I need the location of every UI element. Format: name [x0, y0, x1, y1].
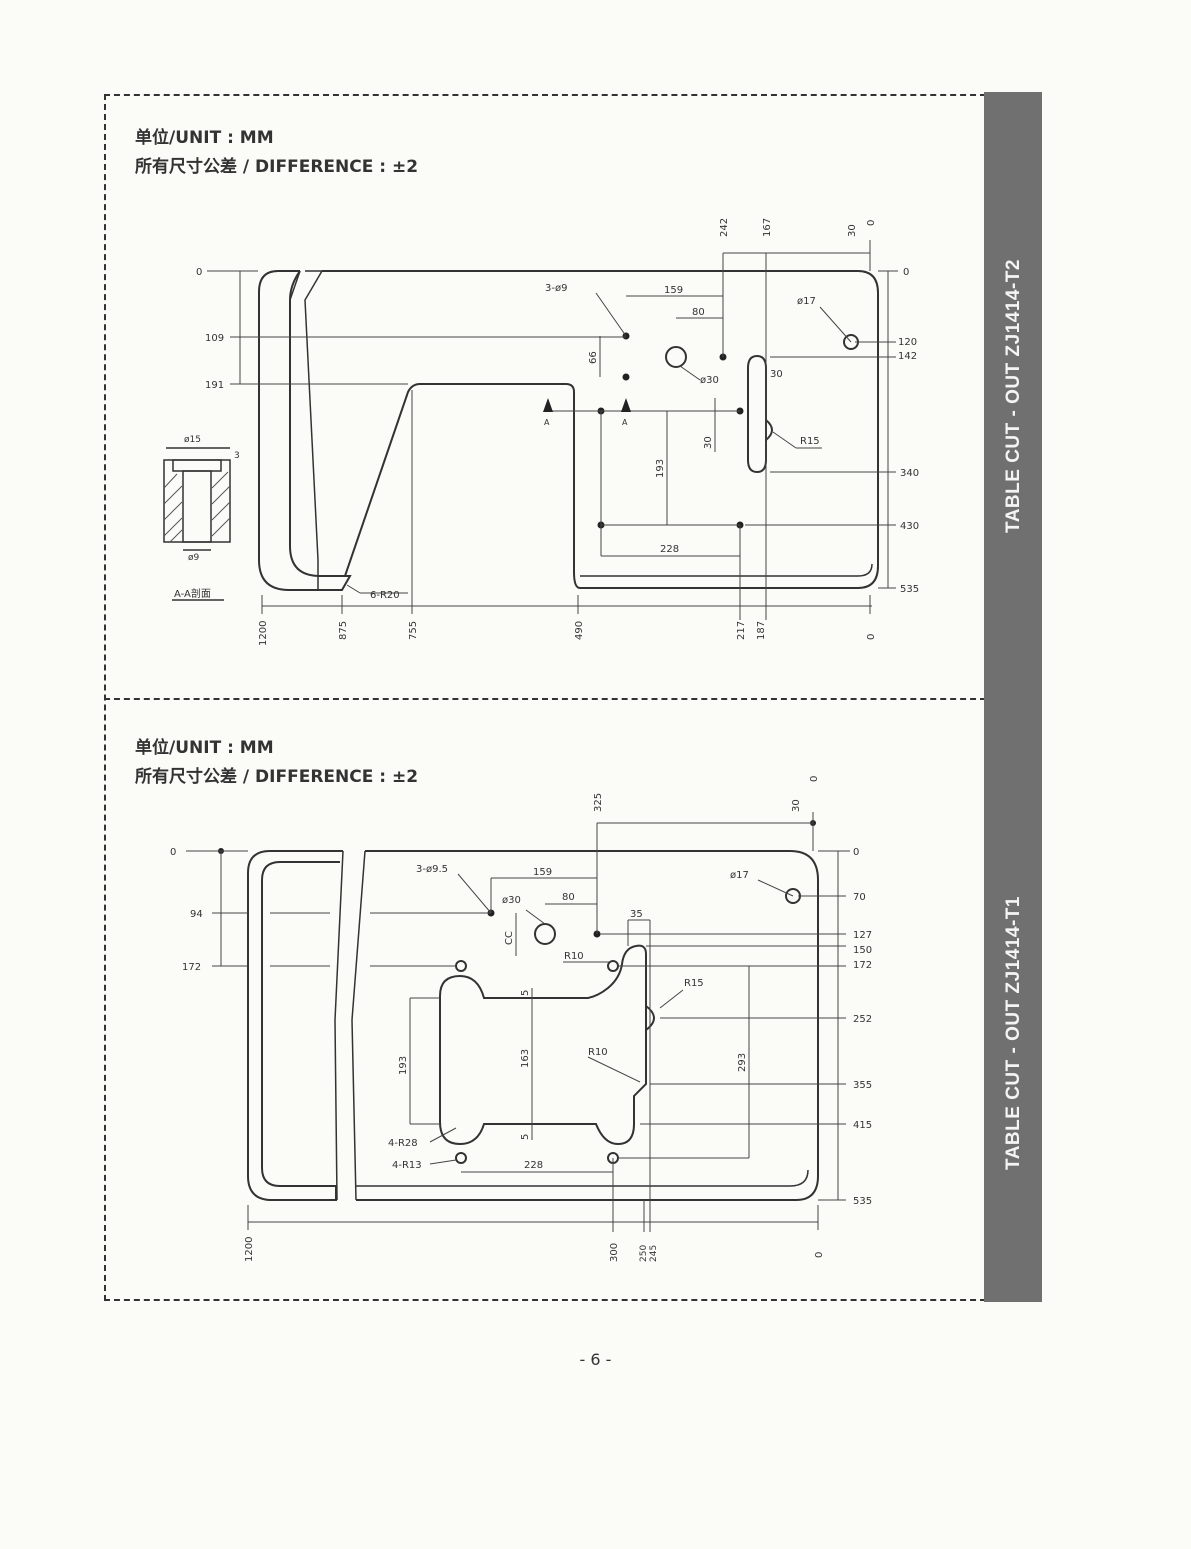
p2-callout-159: 159: [533, 867, 552, 878]
p1-right-535: 535: [900, 584, 919, 595]
p2-left-94: 94: [190, 909, 203, 920]
p1-callout-3x9: 3-ø9: [545, 283, 567, 294]
p1-right-120: 120: [898, 337, 917, 348]
p2-callout-293: 293: [737, 1053, 748, 1072]
p1-right-430: 430: [900, 521, 919, 532]
p1-break-line: [289, 270, 324, 590]
p2-right-150: 150: [853, 945, 872, 956]
panel-1-tolerance: 所有尺寸公差 / DIFFERENCE : ±2: [135, 157, 419, 177]
p2-left-0: 0: [170, 847, 176, 858]
p2-right-0: 0: [853, 847, 859, 858]
side-title-bar: [984, 92, 1042, 1302]
p1-left-191: 191: [205, 380, 224, 391]
p2-callout-5-top: 5: [520, 990, 531, 996]
p1-bottom-490: 490: [574, 621, 585, 640]
p2-table-edge: [356, 1169, 809, 1187]
p2-top-0: 0: [809, 776, 820, 782]
p2-callout-163: 163: [520, 1049, 531, 1068]
p1-callout-228: 228: [660, 544, 679, 555]
page-number: - 6 -: [579, 1350, 612, 1369]
p2-break-line: [334, 850, 366, 1201]
p1-slot-notch: [765, 419, 773, 441]
p1-callout-30-b: 30: [703, 436, 714, 449]
p2-callout-cc: CC: [504, 931, 515, 945]
p2-right-535: 535: [853, 1196, 872, 1207]
p1-section-caption: A-A剖面: [174, 587, 211, 600]
p1-section-aa: [163, 447, 231, 601]
p2-bottom-245: 245: [649, 1245, 659, 1262]
p1-callout-66: 66: [588, 351, 599, 364]
p1-section-bottom-dim: ø9: [188, 553, 200, 563]
p1-right-0: 0: [903, 267, 909, 278]
p2-right-172: 172: [853, 960, 872, 971]
p2-table-left: [247, 850, 343, 1201]
p1-callout-6r20: 6-R20: [370, 590, 400, 601]
p2-hole-30: [534, 923, 556, 945]
p1-bottom-875: 875: [338, 621, 349, 640]
p2-right-252: 252: [853, 1014, 872, 1025]
p2-left-172: 172: [182, 962, 201, 973]
p2-callout-80: 80: [562, 892, 575, 903]
p1-top-167: 167: [762, 218, 773, 237]
p2-right-127: 127: [853, 930, 872, 941]
p1-top-242: 242: [719, 218, 730, 237]
p2-bottom-250: 250: [639, 1245, 649, 1262]
p2-bottom-0: 0: [814, 1252, 825, 1258]
p1-bottom-187: 187: [756, 621, 767, 640]
p1-callout-159: 159: [664, 285, 683, 296]
p2-callout-228: 228: [524, 1160, 543, 1171]
p2-top-325: 325: [593, 793, 604, 812]
p2-right-355: 355: [853, 1080, 872, 1091]
p2-right-70: 70: [853, 892, 866, 903]
p1-top-30: 30: [847, 224, 858, 237]
p2-callout-193: 193: [398, 1056, 409, 1075]
p1-table-left: [258, 270, 352, 591]
p1-callout-30-a: 30: [770, 369, 783, 380]
panel-divider: [104, 698, 986, 700]
p1-bottom-0: 0: [866, 634, 877, 640]
panel-2-tolerance: 所有尺寸公差 / DIFFERENCE : ±2: [135, 767, 419, 787]
p1-right-340: 340: [900, 468, 919, 479]
p2-cutout: [439, 944, 647, 1146]
p2-callout-d17: ø17: [730, 870, 749, 881]
p2-callout-35: 35: [630, 909, 643, 920]
p1-hole-30: [665, 346, 687, 368]
p1-bottom-217: 217: [736, 621, 747, 640]
p2-callout-r10-top: R10: [564, 951, 584, 962]
p2-callout-3x95: 3-ø9.5: [416, 864, 448, 875]
p2-callout-d30: ø30: [502, 895, 521, 906]
p1-table-edge: [580, 563, 873, 577]
p1-section-top-dim: ø15: [184, 435, 201, 445]
p1-callout-d30: ø30: [700, 375, 719, 386]
p1-callout-80: 80: [692, 307, 705, 318]
p2-top-30: 30: [791, 799, 802, 812]
p2-callout-4r13: 4-R13: [392, 1160, 422, 1171]
p1-left-109: 109: [205, 333, 224, 344]
p2-callout-r10-bottom: R10: [588, 1047, 608, 1058]
p1-bottom-1200: 1200: [258, 621, 269, 646]
p2-callout-4r28: 4-R28: [388, 1138, 418, 1149]
p1-callout-r15: R15: [800, 436, 820, 447]
p1-left-0: 0: [196, 267, 202, 278]
p2-slot-notch: [645, 1005, 655, 1031]
p2-right-415: 415: [853, 1120, 872, 1131]
p2-bottom-1200: 1200: [244, 1237, 255, 1262]
p1-marker-a-left: A: [544, 418, 550, 427]
p1-top-0: 0: [866, 220, 877, 226]
p1-callout-d17: ø17: [797, 296, 816, 307]
p2-bottom-300: 300: [609, 1243, 620, 1262]
p2-callout-r15: R15: [684, 978, 704, 989]
p2-callout-5-bottom: 5: [520, 1134, 531, 1140]
p1-section-side-dim: 3: [234, 451, 240, 461]
panel-2-unit: 单位/UNIT : MM: [135, 738, 274, 758]
p1-right-142: 142: [898, 351, 917, 362]
panel-1-unit: 单位/UNIT : MM: [135, 128, 274, 148]
p1-marker-a-right: A: [622, 418, 628, 427]
p1-callout-193: 193: [655, 459, 666, 478]
p1-bottom-755: 755: [408, 621, 419, 640]
p1-table-main: [318, 270, 879, 589]
p2-table-main: [356, 850, 819, 1201]
